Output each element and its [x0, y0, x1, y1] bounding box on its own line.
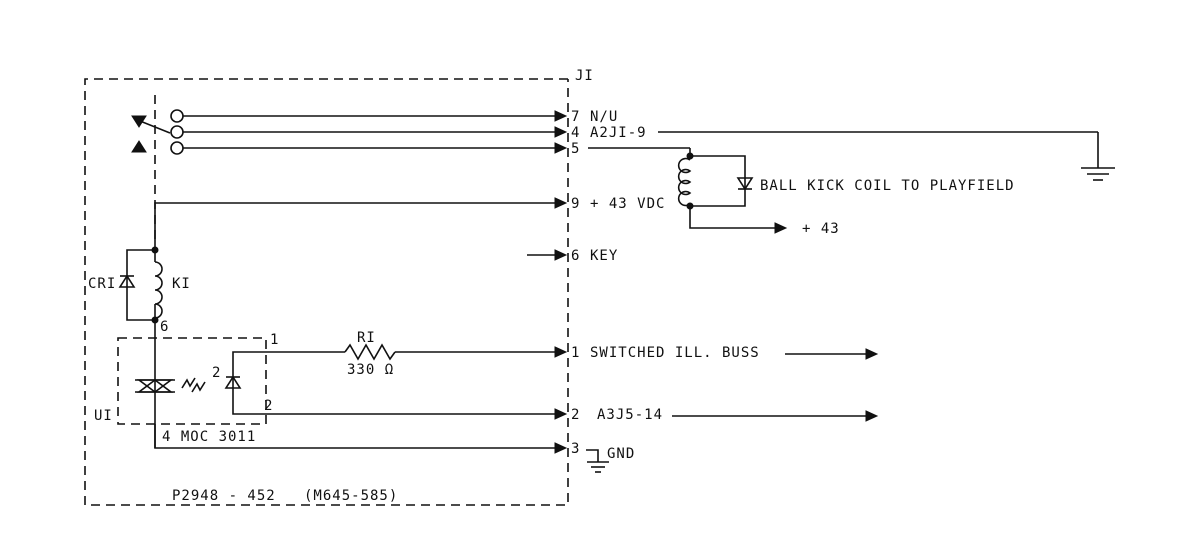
relay-contacts: [131, 109, 184, 155]
resistor-value: 330 Ω: [347, 362, 394, 378]
relay-label: KI: [172, 276, 191, 292]
pin-5-num: 5: [571, 141, 580, 157]
pin-2-label: A3J5-14: [597, 407, 663, 423]
diode-label: CRI: [88, 276, 116, 292]
pin-4-label: A2JI-9: [590, 125, 647, 141]
pin-1-label: SWITCHED ILL. BUSS: [590, 345, 760, 361]
assembly-boundary: [84, 78, 569, 506]
pin-6-num: 6: [571, 248, 580, 264]
outgoing-arrows: [672, 348, 879, 422]
resistor-name: RI: [357, 330, 376, 346]
relay-pin-label: 6: [160, 319, 169, 335]
pin-4-num: 4: [571, 125, 580, 141]
contact-wires: [183, 110, 568, 154]
pin-3-num: 3: [571, 441, 580, 457]
pin-7-label: N/U: [590, 109, 618, 125]
pin-9-num: 9: [571, 196, 580, 212]
assembly-label: P2948 - 452 (M645-585): [172, 488, 398, 504]
pin-3-label: GND: [607, 446, 635, 462]
pin-6-label: KEY: [590, 248, 618, 264]
external-ground-line: [658, 131, 1115, 181]
connector-name: JI: [575, 68, 594, 84]
opto-part-label: 4 MOC 3011: [162, 429, 256, 445]
coil-label: BALL KICK COIL TO PLAYFIELD: [760, 178, 1015, 194]
optocoupler-ui: [117, 320, 267, 448]
opto-pin1-label: 1: [270, 332, 279, 348]
pin-9-label: + 43 VDC: [590, 196, 665, 212]
diode-cri: [118, 249, 155, 321]
opto-led-pin-label: 2: [212, 365, 221, 381]
ground-wire: [154, 424, 568, 454]
gnd-symbol: [586, 449, 609, 473]
opto-out-wire: [266, 408, 568, 420]
key-wire: [527, 249, 568, 261]
opto-ref-label: UI: [94, 408, 113, 424]
pin-2-num: 2: [571, 407, 580, 423]
relay-coil-ki: [151, 246, 163, 324]
pin-7-num: 7: [571, 109, 580, 125]
opto-pin2-label: 2: [264, 398, 273, 414]
ball-kick-coil: [588, 147, 788, 234]
supply-label: + 43: [802, 221, 840, 237]
pin-1-num: 1: [571, 345, 580, 361]
resistor-ri: [266, 343, 568, 361]
vdc-wire: [154, 197, 568, 250]
